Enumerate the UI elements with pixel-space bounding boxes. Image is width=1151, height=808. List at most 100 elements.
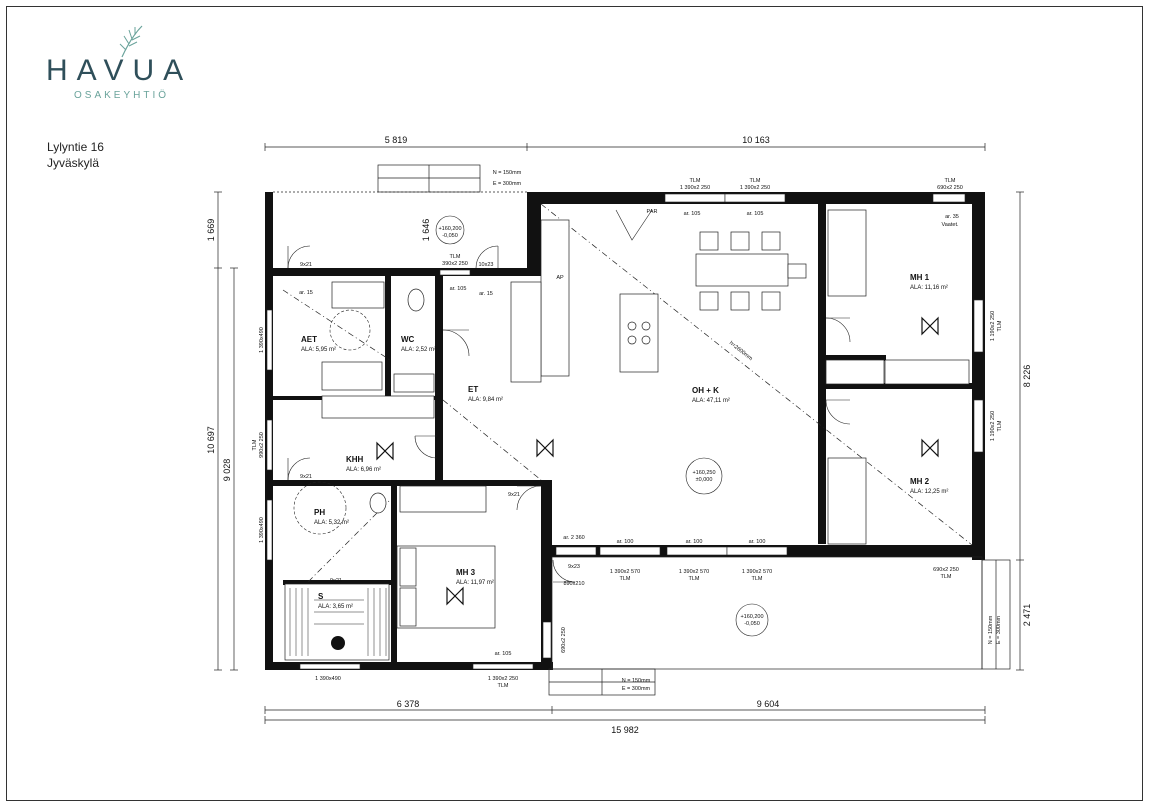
window-label-size: 1 390x490 xyxy=(315,676,341,682)
window-label-tlm: TLM xyxy=(945,178,956,184)
door-label: 9x21 xyxy=(508,492,520,498)
window-label-side: TLM xyxy=(997,320,1003,331)
vent-label: ar. 15 xyxy=(479,291,493,297)
room-mh1-name: MH 1 xyxy=(910,273,930,282)
room-wc-name: WC xyxy=(401,335,415,344)
room-ph-area: ALA: 5,32 m² xyxy=(314,520,349,526)
note-terrace-step: N = 150mm xyxy=(493,170,522,176)
note-par: PAR xyxy=(647,209,658,215)
door-label: 9x23 xyxy=(568,564,580,570)
window-label-size: 1 390x2 250 xyxy=(488,676,518,682)
window-label-size: 1 390x2 250 xyxy=(680,185,710,191)
note-terrace-level2: -0,050 xyxy=(442,233,458,239)
door-label: 10x23 xyxy=(479,262,494,268)
window-label-side: 1 190x2 250 xyxy=(990,411,996,441)
dim-top-left: 5 819 xyxy=(385,135,408,145)
room-mh3-area: ALA: 11,97 m² xyxy=(456,580,494,586)
room-khh-name: KHH xyxy=(346,455,364,464)
window-label-side: TLM xyxy=(997,420,1003,431)
window-label-tlm: TLM xyxy=(498,683,509,689)
dim-bottom-right: 9 604 xyxy=(757,699,780,709)
address-city: Jyväskylä xyxy=(47,156,100,170)
room-s-name: S xyxy=(318,592,324,601)
window-label-tlm: TLM xyxy=(690,178,701,184)
window-label-size: 690x2 250 xyxy=(933,567,959,573)
window-label-size: 1 390x2 250 xyxy=(740,185,770,191)
room-et-name: ET xyxy=(468,385,478,394)
room-mh2-area: ALA: 12,25 m² xyxy=(910,489,948,495)
window-label-size: 690x2 250 xyxy=(937,185,963,191)
note-terrace-step2: E = 300mm xyxy=(493,181,522,187)
note-steps-bottom: N = 150mm xyxy=(622,678,651,684)
window-label-size: 1 390x2 570 xyxy=(679,569,709,575)
vent-label: ar. 105 xyxy=(495,651,512,657)
logo-wordmark: HAVUA xyxy=(46,54,193,87)
address-block: Lylyntie 16 Jyväskylä xyxy=(47,139,104,171)
note-steps-right: N = 150mm xyxy=(988,615,994,644)
window-label-side: 1 390x490 xyxy=(259,327,265,353)
dim-top-right: 10 163 xyxy=(742,135,770,145)
note-south-terrace: +160,200 xyxy=(740,614,763,620)
window-label-side: 1 390x490 xyxy=(259,517,265,543)
note-vaate: Vaatet. xyxy=(941,222,958,228)
note-floor-level: +160,250 xyxy=(692,470,715,476)
window-label-side: 690x2 250 xyxy=(561,627,567,653)
room-et-area: ALA: 9,84 m² xyxy=(468,397,503,403)
dim-bottom-left: 6 378 xyxy=(397,699,420,709)
door-label: 9x21 xyxy=(330,578,342,584)
address-street: Lylyntie 16 xyxy=(47,140,104,154)
window-label-size: 1 390x2 570 xyxy=(610,569,640,575)
door-label: 9x21 xyxy=(300,262,312,268)
window-label-tlm: TLM xyxy=(620,576,631,582)
window-label-side: 990x2 250 xyxy=(259,432,265,458)
sheet-frame xyxy=(6,6,1143,801)
logo-subtitle: OSAKEYHTIÖ xyxy=(74,90,170,101)
window-label-size: 390x2 250 xyxy=(442,261,468,267)
note-terrace-level: +160,200 xyxy=(438,226,461,232)
room-mh2-name: MH 2 xyxy=(910,477,930,486)
room-ph-name: PH xyxy=(314,508,325,517)
note-steps-right2: E = 300mm xyxy=(996,615,1002,644)
window-label-tlm: TLM xyxy=(752,576,763,582)
note-diagonal: h=2600mm xyxy=(728,340,754,362)
dim-left-inner: 9 028 xyxy=(222,459,232,482)
dim-left-top: 1 669 xyxy=(206,219,216,242)
room-s-area: ALA: 3,65 m² xyxy=(318,604,353,610)
window-label-side: 1 190x2 250 xyxy=(990,311,996,341)
window-label-tlm: TLM xyxy=(750,178,761,184)
vent-label: ar. 100 xyxy=(749,539,766,545)
room-mh3-name: MH 3 xyxy=(456,568,476,577)
room-khh-area: ALA: 6,96 m² xyxy=(346,467,381,473)
note-ap: AP xyxy=(556,275,564,281)
window-label-side: TLM xyxy=(252,439,258,450)
dim-right-upper: 8 226 xyxy=(1022,365,1032,388)
vent-label: ar. 105 xyxy=(684,211,701,217)
vent-label: ar. 105 xyxy=(450,286,467,292)
dim-terrace-depth: 1 646 xyxy=(421,219,431,242)
dim-left-total: 10 697 xyxy=(206,426,216,454)
door-label: 890x210 xyxy=(563,581,584,587)
dim-right-lower: 2 471 xyxy=(1022,604,1032,627)
pine-leaf-icon xyxy=(119,25,143,58)
window-label-size: 1 390x2 570 xyxy=(742,569,772,575)
window-label-tlm: TLM xyxy=(450,254,461,260)
vent-label: ar. 105 xyxy=(747,211,764,217)
window-label-size: ar. 2 360 xyxy=(563,535,584,541)
note-south-terrace2: -0,050 xyxy=(744,621,760,627)
room-ohk-name: OH + K xyxy=(692,386,719,395)
window-label-tlm: TLM xyxy=(689,576,700,582)
room-aet-name: AET xyxy=(301,335,317,344)
note-floor-level2: ±0,000 xyxy=(696,477,713,483)
dim-bottom-total: 15 982 xyxy=(611,725,639,735)
door-label: 9x21 xyxy=(300,474,312,480)
vent-label: ar. 100 xyxy=(617,539,634,545)
vent-label: ar. 35 xyxy=(945,214,959,220)
window-label-tlm: TLM xyxy=(941,574,952,580)
note-steps-bottom2: E = 300mm xyxy=(622,686,651,692)
room-mh1-area: ALA: 11,16 m² xyxy=(910,285,948,291)
room-wc-area: ALA: 2,52 m² xyxy=(401,347,436,353)
room-ohk-area: ALA: 47,11 m² xyxy=(692,398,730,404)
room-aet-area: ALA: 5,95 m² xyxy=(301,347,336,353)
